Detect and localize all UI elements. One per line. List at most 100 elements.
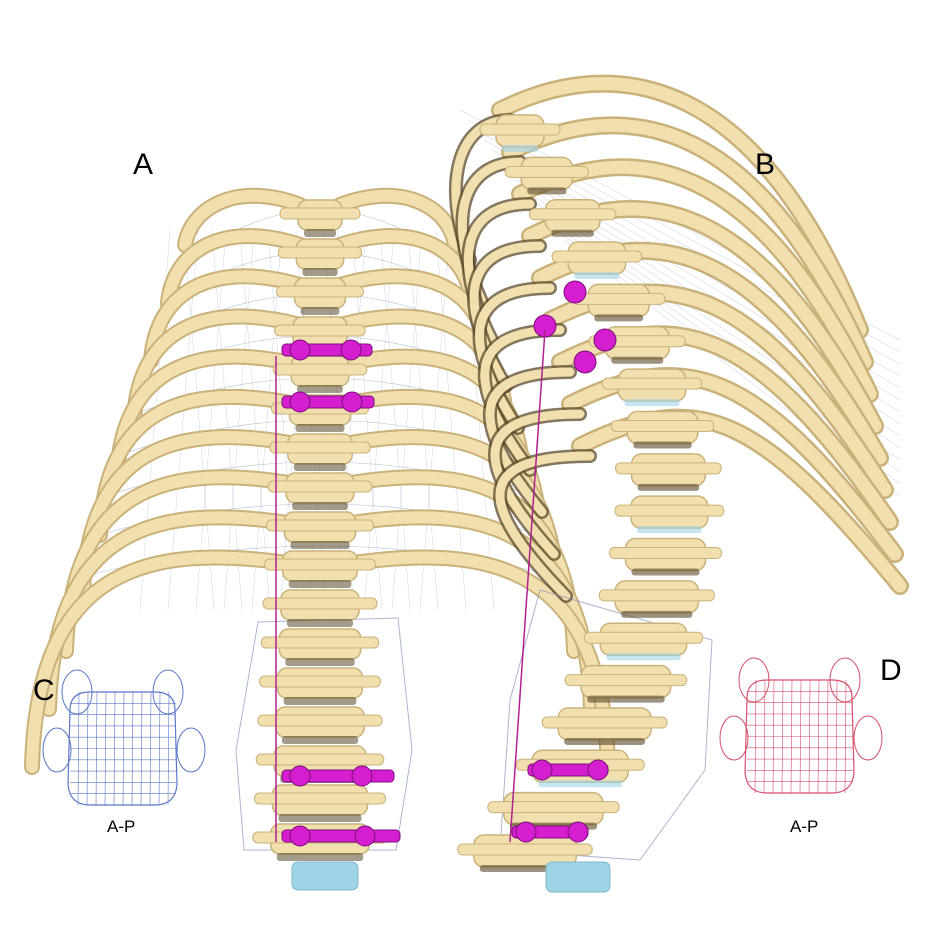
- mesh-line: [211, 229, 243, 611]
- transverse-process: [601, 377, 703, 390]
- transverse-process: [551, 250, 643, 263]
- transverse-process: [583, 631, 704, 644]
- pedicle-screw: [289, 825, 311, 847]
- rib-right: [493, 77, 867, 337]
- rib-left: [162, 230, 306, 309]
- pedicle-screw: [593, 328, 617, 352]
- transverse-process: [615, 462, 722, 475]
- transverse-process: [264, 558, 376, 571]
- intervertebral-gap: [564, 737, 646, 745]
- transverse-process: [564, 674, 688, 687]
- transverse-process: [267, 480, 373, 493]
- transverse-process: [276, 285, 364, 298]
- pedicle-screw: [563, 280, 587, 304]
- wireframe-process: [738, 657, 770, 703]
- wireframe-process: [829, 657, 861, 703]
- transverse-process: [257, 714, 383, 727]
- intervertebral-gap: [297, 385, 343, 393]
- lumbar-mesh: [235, 617, 413, 851]
- pedicle-screw: [573, 350, 597, 374]
- intervertebral-gap: [276, 853, 364, 861]
- vertebra-wireframe-c-icon: [42, 669, 206, 806]
- intervertebral-gap: [502, 145, 538, 152]
- transverse-process: [274, 324, 366, 337]
- transverse-process: [259, 675, 381, 688]
- intervertebral-gap: [278, 814, 362, 822]
- mesh-line: [223, 229, 255, 611]
- intervertebral-gap: [637, 483, 700, 491]
- pedicle-screw: [289, 765, 311, 787]
- mesh-line: [363, 229, 395, 611]
- pedicle-screw: [341, 391, 363, 413]
- intervertebral-gap: [302, 268, 338, 276]
- transverse-process: [479, 123, 561, 136]
- intervertebral-gap: [527, 187, 567, 195]
- rib-left: [480, 325, 565, 475]
- rib-left: [179, 189, 306, 251]
- intervertebral-gap: [290, 541, 350, 549]
- mesh-line: [391, 229, 423, 611]
- intervertebral-gap: [587, 695, 665, 703]
- transverse-process: [571, 292, 666, 305]
- lumbar-mesh: [499, 589, 713, 861]
- pedicle-screw: [289, 391, 311, 413]
- intervertebral-gap: [538, 780, 623, 788]
- sacrum-disc: [291, 861, 359, 891]
- spine-model-b: [448, 74, 909, 893]
- intervertebral-gap: [631, 568, 700, 576]
- rib-right: [334, 189, 461, 251]
- intervertebral-gap: [594, 314, 644, 322]
- wireframe-outline: [67, 691, 178, 806]
- caption-d: A-P: [790, 817, 819, 836]
- transverse-process: [457, 843, 593, 856]
- mesh-line: [407, 229, 439, 611]
- intervertebral-gap: [288, 580, 352, 588]
- rib-left: [490, 409, 585, 559]
- intervertebral-gap: [633, 441, 692, 449]
- wireframe-outline: [744, 679, 855, 794]
- intervertebral-gap: [283, 697, 357, 705]
- transverse-process: [541, 716, 668, 729]
- transverse-process: [528, 208, 617, 221]
- panel-label-d: D: [880, 654, 902, 687]
- intervertebral-gap: [551, 229, 594, 237]
- rib-left: [485, 367, 575, 517]
- intervertebral-gap: [606, 653, 681, 661]
- mesh-line: [379, 229, 411, 611]
- intervertebral-gap: [574, 272, 620, 280]
- transverse-process: [279, 207, 361, 220]
- transverse-process: [262, 597, 378, 610]
- transverse-process: [260, 636, 380, 649]
- transverse-process: [277, 246, 363, 259]
- transverse-process: [487, 801, 620, 814]
- transverse-process: [598, 589, 715, 602]
- transverse-process: [269, 441, 371, 454]
- transverse-process: [614, 504, 725, 517]
- pedicle-screw: [354, 825, 376, 847]
- sacrum-disc: [545, 861, 611, 893]
- intervertebral-gap: [304, 229, 336, 237]
- mesh-line: [195, 229, 227, 611]
- intervertebral-gap: [295, 424, 345, 432]
- rib-left: [495, 451, 595, 601]
- wireframe-process: [152, 669, 184, 715]
- vertebra-wireframe-d-icon: [719, 657, 883, 794]
- panel-label-b: B: [755, 148, 776, 181]
- tether-line: [509, 329, 546, 843]
- transverse-process: [610, 419, 715, 432]
- wireframe-process: [42, 727, 72, 773]
- caption-c: A-P: [107, 817, 136, 836]
- intervertebral-gap: [624, 399, 680, 407]
- intervertebral-gap: [292, 502, 348, 510]
- pedicle-screw: [567, 821, 589, 843]
- wireframe-process: [719, 715, 749, 761]
- transverse-process: [254, 792, 386, 805]
- pedicle-screw: [351, 765, 373, 787]
- transverse-process: [255, 753, 385, 766]
- wireframe-process: [61, 669, 93, 715]
- intervertebral-gap: [287, 619, 353, 627]
- intervertebral-gap: [637, 526, 702, 534]
- intervertebral-gap: [300, 307, 340, 315]
- pedicle-screw: [340, 339, 362, 361]
